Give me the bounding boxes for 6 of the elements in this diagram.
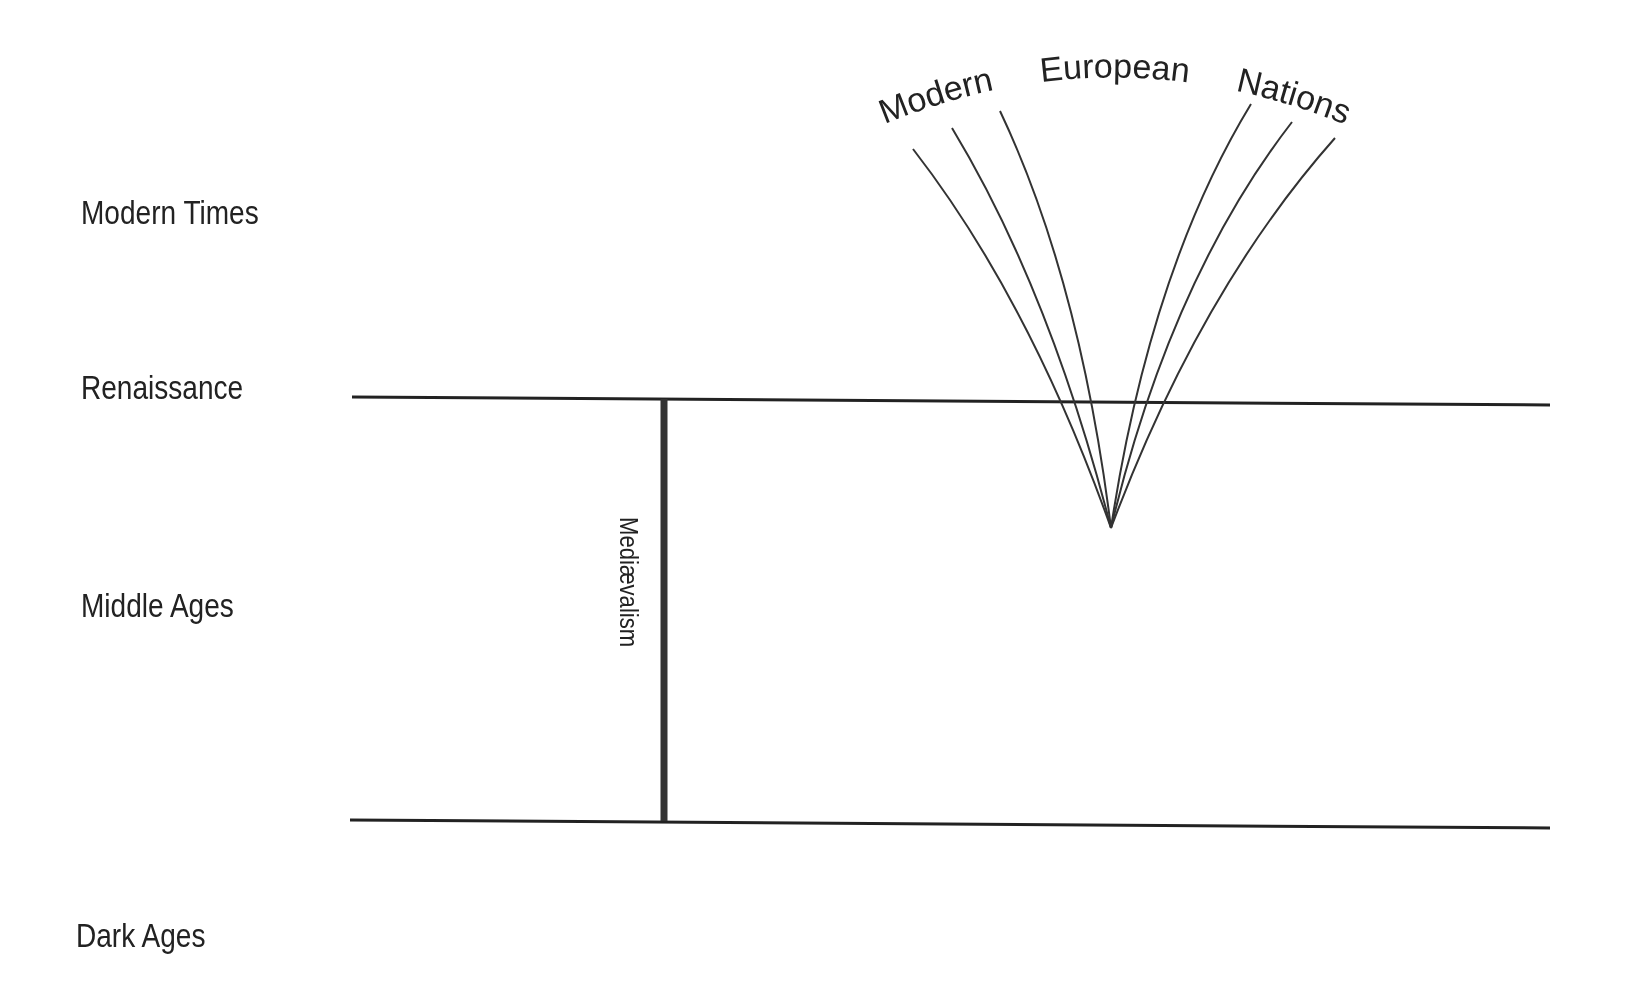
era-label: Dark Ages [76, 919, 206, 952]
era-label: Renaissance [81, 371, 244, 404]
era-label: Middle Ages [81, 589, 234, 622]
vertical-label: Mediævalism [616, 517, 642, 648]
arc-heading: Modern European Nations [873, 46, 1357, 132]
era-label: Modern Times [81, 196, 259, 229]
